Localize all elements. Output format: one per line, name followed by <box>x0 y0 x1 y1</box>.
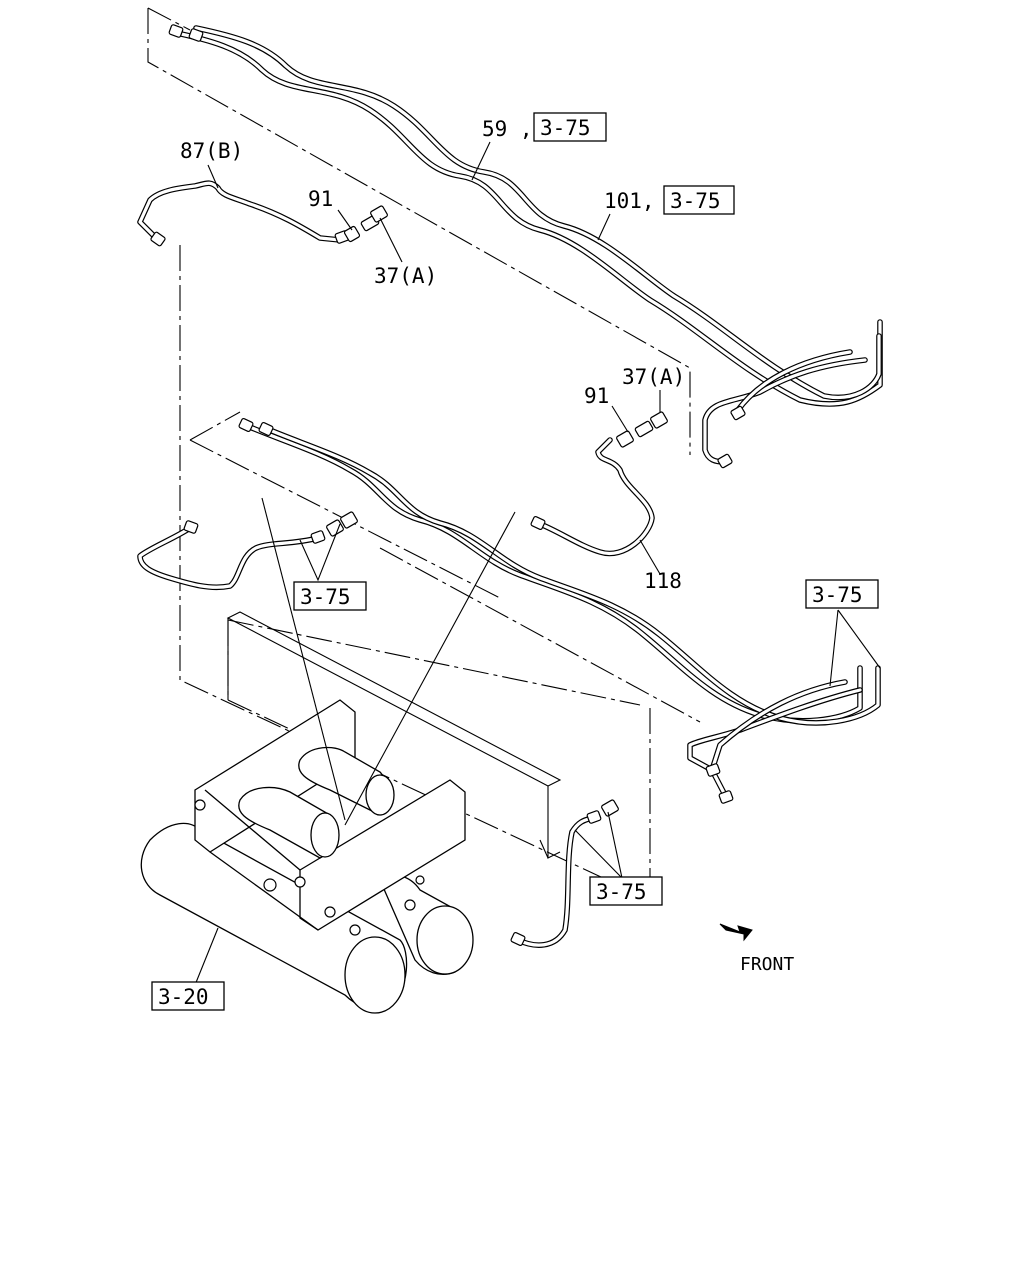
pipe-59-101-assembly <box>168 24 883 469</box>
front-indicator: FRONT <box>719 923 794 975</box>
pipe-lower-right <box>510 799 619 948</box>
part-labels: 59 , 3-75 101, 3-75 87(B) 91 37(A) 37(A)… <box>151 112 879 1011</box>
ref-box-lower[interactable]: 3-75 <box>596 880 647 904</box>
pipe-left-small <box>137 511 358 591</box>
label-part-101: 101, <box>604 189 655 213</box>
label-part-59: 59 , <box>482 117 533 141</box>
ref-box-59[interactable]: 3-75 <box>540 116 591 140</box>
label-part-37a-top: 37(A) <box>374 264 437 288</box>
pipe-118 <box>530 411 668 557</box>
ref-box-101[interactable]: 3-75 <box>670 189 721 213</box>
pipe-middle-assembly <box>238 417 881 804</box>
label-part-91-mid: 91 <box>584 384 609 408</box>
frame-cross-member <box>226 611 562 859</box>
front-direction-arrow-icon <box>719 923 753 942</box>
air-tank-assembly <box>140 699 474 1014</box>
label-part-91-top: 91 <box>308 187 333 211</box>
label-part-118: 118 <box>644 569 682 593</box>
front-label: FRONT <box>740 954 794 975</box>
ref-box-tank[interactable]: 3-20 <box>158 985 209 1009</box>
label-part-37a-mid: 37(A) <box>622 365 685 389</box>
fitting-91-37a-top <box>343 205 388 243</box>
ref-box-right[interactable]: 3-75 <box>812 583 863 607</box>
leader-lines <box>194 141 881 986</box>
ref-box-left[interactable]: 3-75 <box>300 585 351 609</box>
label-part-87b: 87(B) <box>180 139 243 163</box>
